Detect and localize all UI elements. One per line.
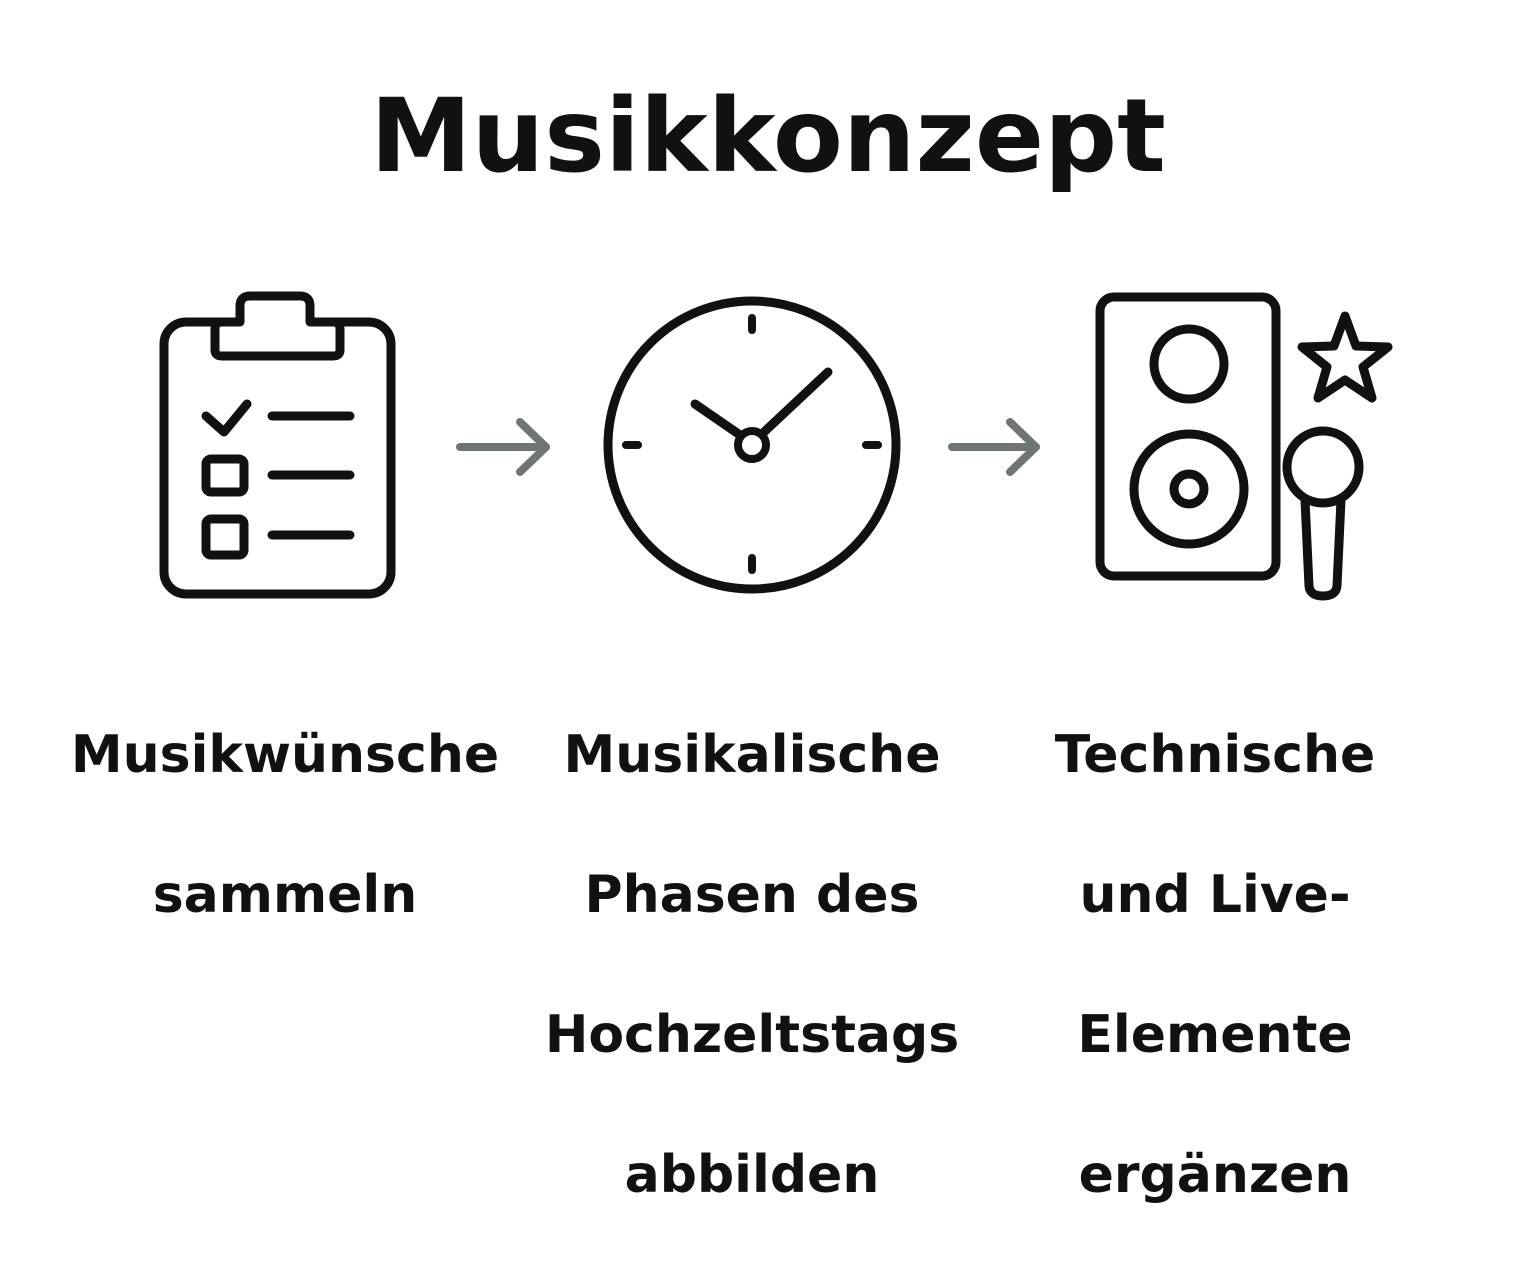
step-label-line: und Live- [1079,865,1351,925]
arrow-right-icon [948,418,1040,476]
step-label-line: abbilden [624,1145,880,1205]
step-label-collect-wishes: Musikwünsche sammeln [40,650,530,1000]
step-label-line: Technische [1054,725,1376,785]
step-label-line: Musikalische [563,725,941,785]
step-label-line: Phasen des [584,865,920,925]
arrow-right-icon [456,418,550,476]
clock-icon [603,296,901,594]
page-title: Musikkonzept [370,77,1166,196]
speaker-microphone-star-icon [1095,292,1393,601]
step-label-music-phases: Musikalische Phasen des Hochzeltstags ab… [522,650,982,1280]
step-label-line: sammeln [152,865,418,925]
step-label-technical-live: Technische und Live- Elemente ergänzen [1000,650,1430,1280]
step-label-line: Musikwünsche [70,725,500,785]
clipboard-checklist-icon [159,291,396,599]
step-label-line: Elemente [1077,1005,1353,1065]
step-label-line: Hochzeltstags [544,1005,960,1065]
step-label-line: ergänzen [1078,1145,1352,1205]
